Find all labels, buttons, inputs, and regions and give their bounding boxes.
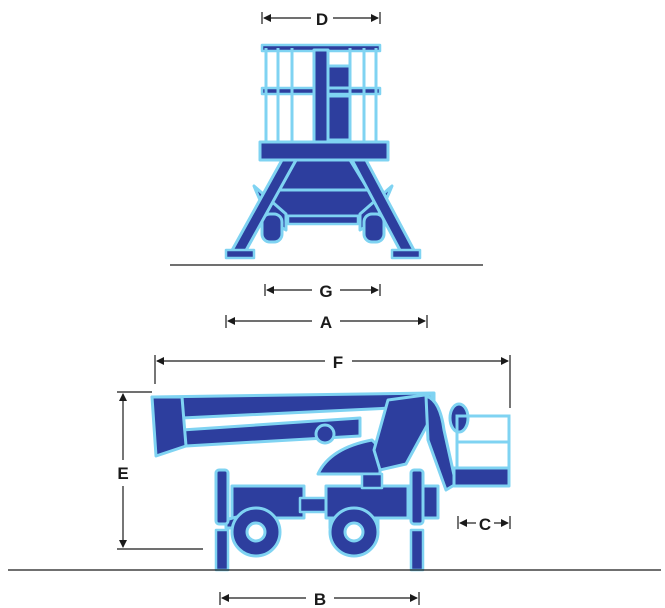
turret xyxy=(316,438,382,476)
dim-g-label: G xyxy=(319,282,332,301)
dim-c-label: C xyxy=(479,515,491,534)
dim-e: E xyxy=(117,391,203,550)
boom-pivot xyxy=(314,423,336,445)
side-basket xyxy=(452,414,511,488)
front-wheel xyxy=(328,506,380,558)
dim-d-label: D xyxy=(316,10,328,29)
front-outriggers xyxy=(224,158,422,260)
dim-a: A xyxy=(225,313,428,332)
jib-arm xyxy=(424,394,458,492)
dim-f: F xyxy=(154,353,511,408)
dim-b: B xyxy=(219,590,420,608)
front-view xyxy=(170,43,483,266)
boom-head xyxy=(150,395,188,458)
dim-c: C xyxy=(457,515,511,534)
dim-e-label: E xyxy=(117,464,128,483)
dim-g: G xyxy=(264,282,381,301)
boom-knuckle xyxy=(372,392,434,472)
dim-a-label: A xyxy=(320,313,332,332)
side-view xyxy=(8,391,661,572)
dim-f-label: F xyxy=(333,353,343,372)
front-chassis xyxy=(252,158,394,244)
front-platform-deck xyxy=(258,140,390,162)
front-basket xyxy=(260,43,382,144)
rear-wheel xyxy=(230,506,282,558)
dim-d: D xyxy=(261,10,381,29)
dim-b-label: B xyxy=(314,590,326,608)
basket-mount xyxy=(448,402,470,434)
